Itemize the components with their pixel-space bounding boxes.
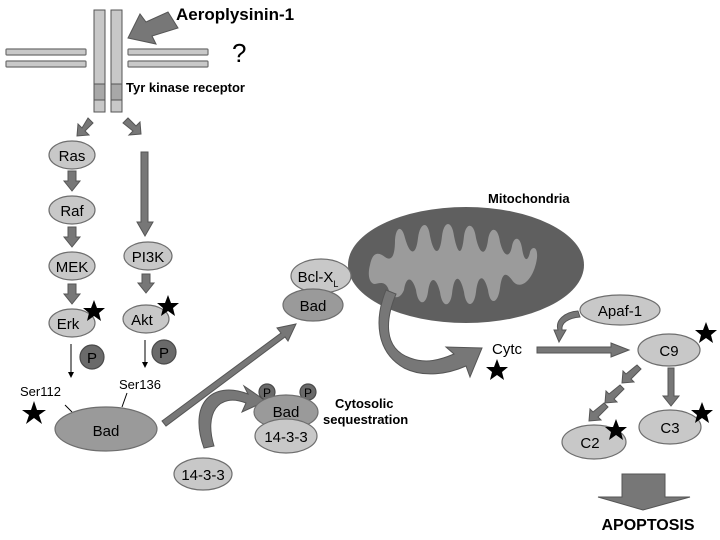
- node-mek-label: MEK: [56, 259, 89, 276]
- node-mek: [48, 251, 96, 281]
- node-bcl-xl-label: Bcl-XL: [298, 269, 339, 289]
- membrane-right-upper: [127, 48, 209, 56]
- receptor-chain-left: [93, 9, 106, 113]
- node-apaf1-label: Apaf-1: [598, 303, 642, 320]
- membrane-right-lower: [127, 60, 209, 68]
- pi3k-pathway: PI3K Akt: [122, 151, 179, 334]
- complex-phospho-right-label: P: [304, 386, 312, 400]
- erk-to-bad-arrowhead-icon: [68, 372, 74, 378]
- c9-star-icon: [695, 322, 717, 343]
- ser136-label: Ser136: [119, 377, 161, 392]
- node-bad-mitochondria: [282, 288, 344, 322]
- node-erk-label: Erk: [57, 316, 80, 333]
- node-bad-mitochondria-label: Bad: [300, 298, 327, 315]
- node-ras-label: Ras: [59, 148, 86, 165]
- node-c2: [561, 424, 627, 460]
- receptor-kinase-domain-right: [110, 83, 123, 101]
- node-pi3k-label: PI3K: [132, 249, 165, 266]
- bcl-xl-subscript: L: [333, 279, 338, 289]
- dash-segment-3-icon: [588, 402, 609, 422]
- node-pi3k: [123, 241, 173, 271]
- node-raf: [48, 195, 96, 225]
- receptor-branch-arrows: [76, 117, 142, 137]
- akt-activation-star-icon: [157, 295, 179, 316]
- apoptosis-label: APOPTOSIS: [601, 517, 694, 534]
- bad-14-3-3-complex: P P Bad 14-3-3: [253, 383, 319, 454]
- ser136-pointer: [121, 392, 128, 408]
- mitochondria-cristae: [368, 224, 538, 305]
- bcl-xl-main-text: Bcl-X: [298, 269, 334, 286]
- membrane-left-upper: [5, 48, 87, 56]
- arrow-pi3k-akt-icon: [136, 273, 156, 294]
- arrow-mek-erk-icon: [62, 283, 82, 305]
- node-akt-label: Akt: [131, 312, 154, 329]
- cytc-release-arrow-icon: [378, 289, 483, 379]
- arrow-raf-mek-icon: [62, 226, 82, 248]
- node-bad-complex-label: Bad: [273, 404, 300, 421]
- node-bad: [54, 406, 158, 452]
- cytc-star-icon: [486, 359, 508, 380]
- ser112-label: Ser112: [20, 384, 61, 399]
- arrow-ras-raf-icon: [62, 170, 82, 192]
- ser112-pointer: [64, 404, 73, 413]
- node-c3: [638, 409, 702, 445]
- c9-to-c3-arrow-icon: [661, 367, 681, 407]
- phosphorylation: P P: [68, 339, 177, 378]
- c3-star-icon: [691, 402, 713, 423]
- node-c9: [637, 333, 701, 367]
- receptor-label: Tyr kinase receptor: [126, 80, 245, 95]
- arrow-to-pi3k-icon: [122, 117, 142, 136]
- cytc-to-c9-arrow-icon: [536, 342, 631, 358]
- mapk-pathway: Ras Raf MEK Erk: [48, 140, 105, 338]
- apaf1-curved-arrow-icon: [553, 310, 581, 344]
- cytosolic-label-line1: Cytosolic: [335, 396, 394, 411]
- node-ras: [48, 140, 96, 170]
- arrow-to-pi3k-long-icon: [136, 151, 154, 238]
- dash-segment-2-icon: [604, 384, 625, 404]
- akt-to-bad-arrowhead-icon: [142, 362, 148, 368]
- complex-phospho-left-label: P: [263, 386, 271, 400]
- bad-ser112-star-icon: [22, 401, 46, 424]
- dash-segment-1-icon: [621, 364, 642, 384]
- node-14-3-3-free: [173, 457, 233, 491]
- node-14-3-3-complex-label: 14-3-3: [264, 429, 307, 446]
- phospho-erk-icon: [79, 344, 105, 370]
- tyr-kinase-receptor: [93, 9, 123, 113]
- node-bad-label: Bad: [93, 423, 120, 440]
- drug-arrow-icon: [127, 11, 179, 45]
- arrow-to-ras-icon: [76, 117, 94, 137]
- phospho-akt-label: P: [159, 345, 169, 362]
- node-raf-label: Raf: [60, 203, 84, 220]
- node-erk: [48, 308, 96, 338]
- question-mark: ?: [232, 38, 246, 68]
- receptor-chain-right: [110, 9, 123, 113]
- node-14-3-3-free-label: 14-3-3: [181, 467, 224, 484]
- phospho-akt-icon: [151, 339, 177, 365]
- node-14-3-3-complex: [254, 418, 318, 454]
- bad-to-mitochondria-arrow-icon: [161, 323, 297, 427]
- node-c2-label: C2: [580, 435, 599, 452]
- c2-star-icon: [605, 419, 627, 440]
- drug-label: Aeroplysinin-1: [176, 5, 294, 24]
- phospho-erk-label: P: [87, 350, 97, 367]
- erk-activation-star-icon: [83, 300, 105, 321]
- c9-to-c2-dashed-arrow: [588, 364, 642, 422]
- membrane-left-lower: [5, 60, 87, 68]
- cell-membrane: [5, 48, 209, 68]
- mitochondria-label: Mitochondria: [488, 191, 570, 206]
- node-apaf1: [579, 294, 661, 326]
- receptor-kinase-domain-left: [93, 83, 106, 101]
- node-c3-label: C3: [660, 420, 679, 437]
- apoptosis-arrow-icon: [597, 473, 691, 511]
- mitochondria: [348, 207, 584, 323]
- cytosolic-label-line2: sequestration: [323, 412, 408, 427]
- node-akt: [122, 304, 170, 334]
- node-c9-label: C9: [659, 343, 678, 360]
- cytc-label: Cytc: [492, 341, 523, 358]
